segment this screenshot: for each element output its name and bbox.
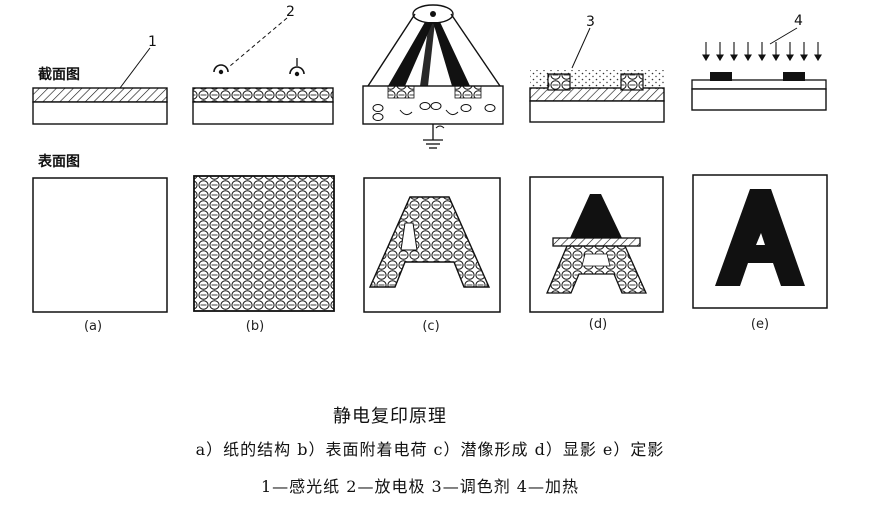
caption-legend-parts: 1—感光纸 2—放电极 3—调色剂 4—加热: [261, 477, 579, 496]
heat-arrows: [702, 42, 822, 62]
surface-label: 表面图: [38, 154, 80, 170]
panel-label-e: (e): [750, 317, 770, 332]
surface-e: [692, 174, 828, 309]
callout-1: 1: [148, 34, 157, 50]
caption-title: 静电复印原理: [333, 406, 447, 427]
cross-section-label: 截面图: [38, 67, 80, 83]
cross-section-d: [529, 27, 665, 123]
surface-b: [193, 175, 335, 312]
caption-legend-stages: a）纸的结构 b）表面附着电荷 c）潜像形成 d）显影 e）定影: [195, 440, 665, 459]
surface-c: [363, 177, 501, 313]
callout-2: 2: [286, 4, 295, 20]
discharge-electrode-right: [289, 58, 305, 77]
callout-4: 4: [794, 13, 803, 29]
panel-label-d: (d): [588, 317, 608, 332]
callout-3: 3: [586, 14, 595, 30]
discharge-electrode-left: [213, 64, 229, 75]
surface-d: [529, 176, 664, 313]
cross-section-c: [362, 4, 504, 149]
panel-label-c: (c): [422, 319, 440, 334]
cross-section-a: [32, 47, 168, 125]
panel-label-b: (b): [245, 319, 265, 334]
cross-section-e: [691, 27, 827, 111]
cross-section-b: [192, 17, 334, 125]
surface-a: [32, 177, 168, 313]
panel-label-a: (a): [83, 319, 103, 334]
